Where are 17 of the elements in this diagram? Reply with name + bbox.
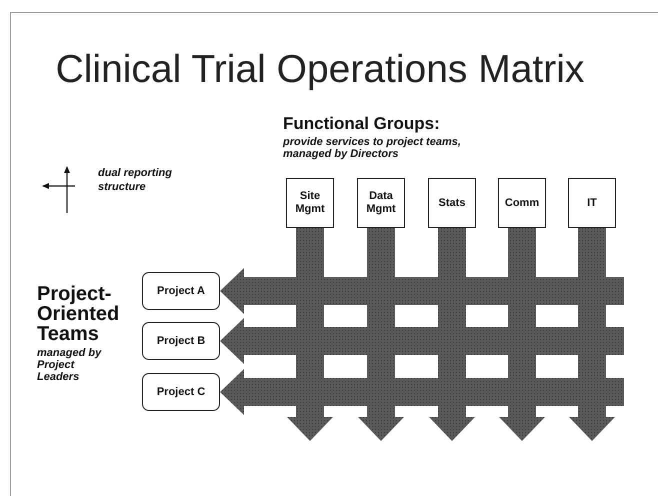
function-box: Data Mgmt	[357, 178, 405, 228]
block-arrow	[220, 369, 624, 415]
legend-note: dual reporting structure	[98, 166, 173, 194]
block-arrow	[220, 318, 624, 364]
function-box: Comm	[498, 178, 546, 228]
block-arrow	[220, 268, 624, 314]
side-heading: Project-Oriented Teams	[37, 284, 120, 344]
subheading: provide services to project teams, managed by Directors	[283, 136, 462, 160]
function-box: Site Mgmt	[286, 178, 334, 228]
function-box: IT	[568, 178, 616, 228]
project-box: Project C	[142, 373, 220, 411]
slide-title: Clinical Trial Operations Matrix	[54, 48, 586, 92]
heading: Functional Groups:	[283, 114, 440, 134]
project-box: Project B	[142, 322, 220, 360]
side-note: managed by Project Leaders	[37, 347, 102, 383]
function-box: Stats	[428, 178, 476, 228]
project-box: Project A	[142, 272, 220, 310]
